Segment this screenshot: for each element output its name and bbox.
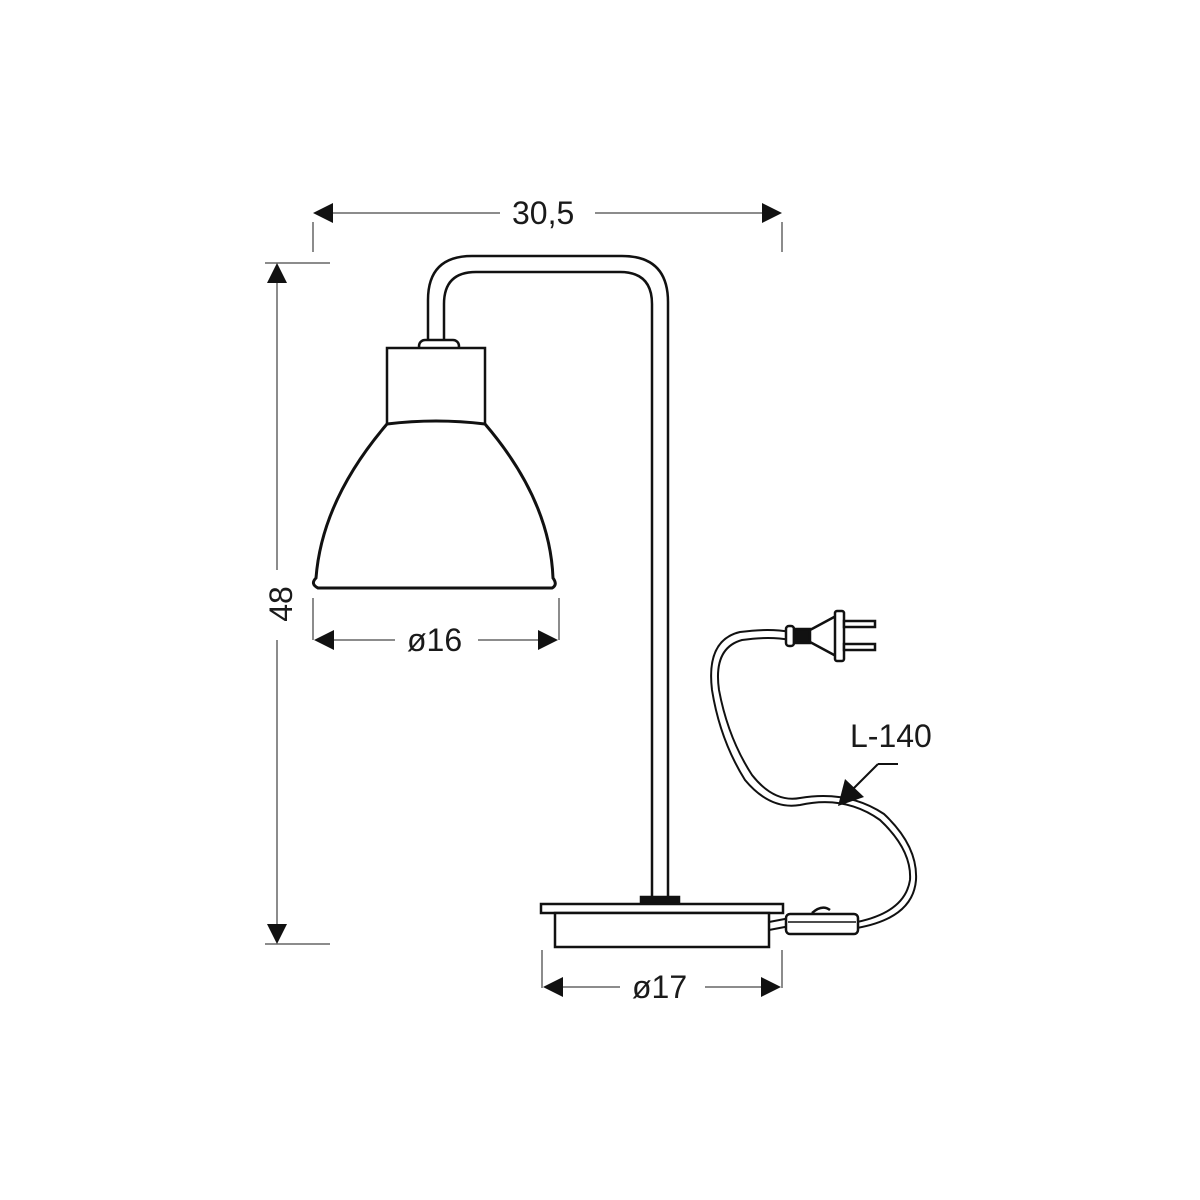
arrow-left-icon: [314, 630, 334, 650]
base-diameter-dimension: [541, 950, 783, 997]
dome-shade: [311, 419, 557, 590]
width-dimension: [312, 203, 783, 252]
cable-length-leader: [838, 763, 898, 806]
arrow-right-icon: [538, 630, 558, 650]
width-label: 30,5: [506, 197, 581, 229]
arrow-left-icon: [543, 977, 563, 997]
arrow-up-icon: [267, 263, 287, 283]
power-cord: [710, 629, 918, 931]
arrow-down-icon: [267, 924, 287, 944]
cable-length-label: L-140: [844, 720, 938, 752]
height-dimension: [265, 262, 330, 945]
arrow-right-icon: [761, 977, 781, 997]
height-label: 48: [263, 580, 299, 628]
arrow-down-left-icon: [838, 779, 864, 806]
euro-plug-icon: [784, 609, 877, 663]
shade-socket: [385, 338, 487, 426]
shade-diameter-dimension: [312, 598, 560, 650]
inline-switch: [784, 906, 860, 936]
shade-diameter-label: ø16: [401, 624, 469, 656]
arrow-left-icon: [313, 203, 333, 223]
arrow-right-icon: [762, 203, 782, 223]
curved-arm: [426, 254, 670, 898]
base-diameter-label: ø17: [626, 971, 694, 1003]
round-base: [539, 895, 785, 949]
